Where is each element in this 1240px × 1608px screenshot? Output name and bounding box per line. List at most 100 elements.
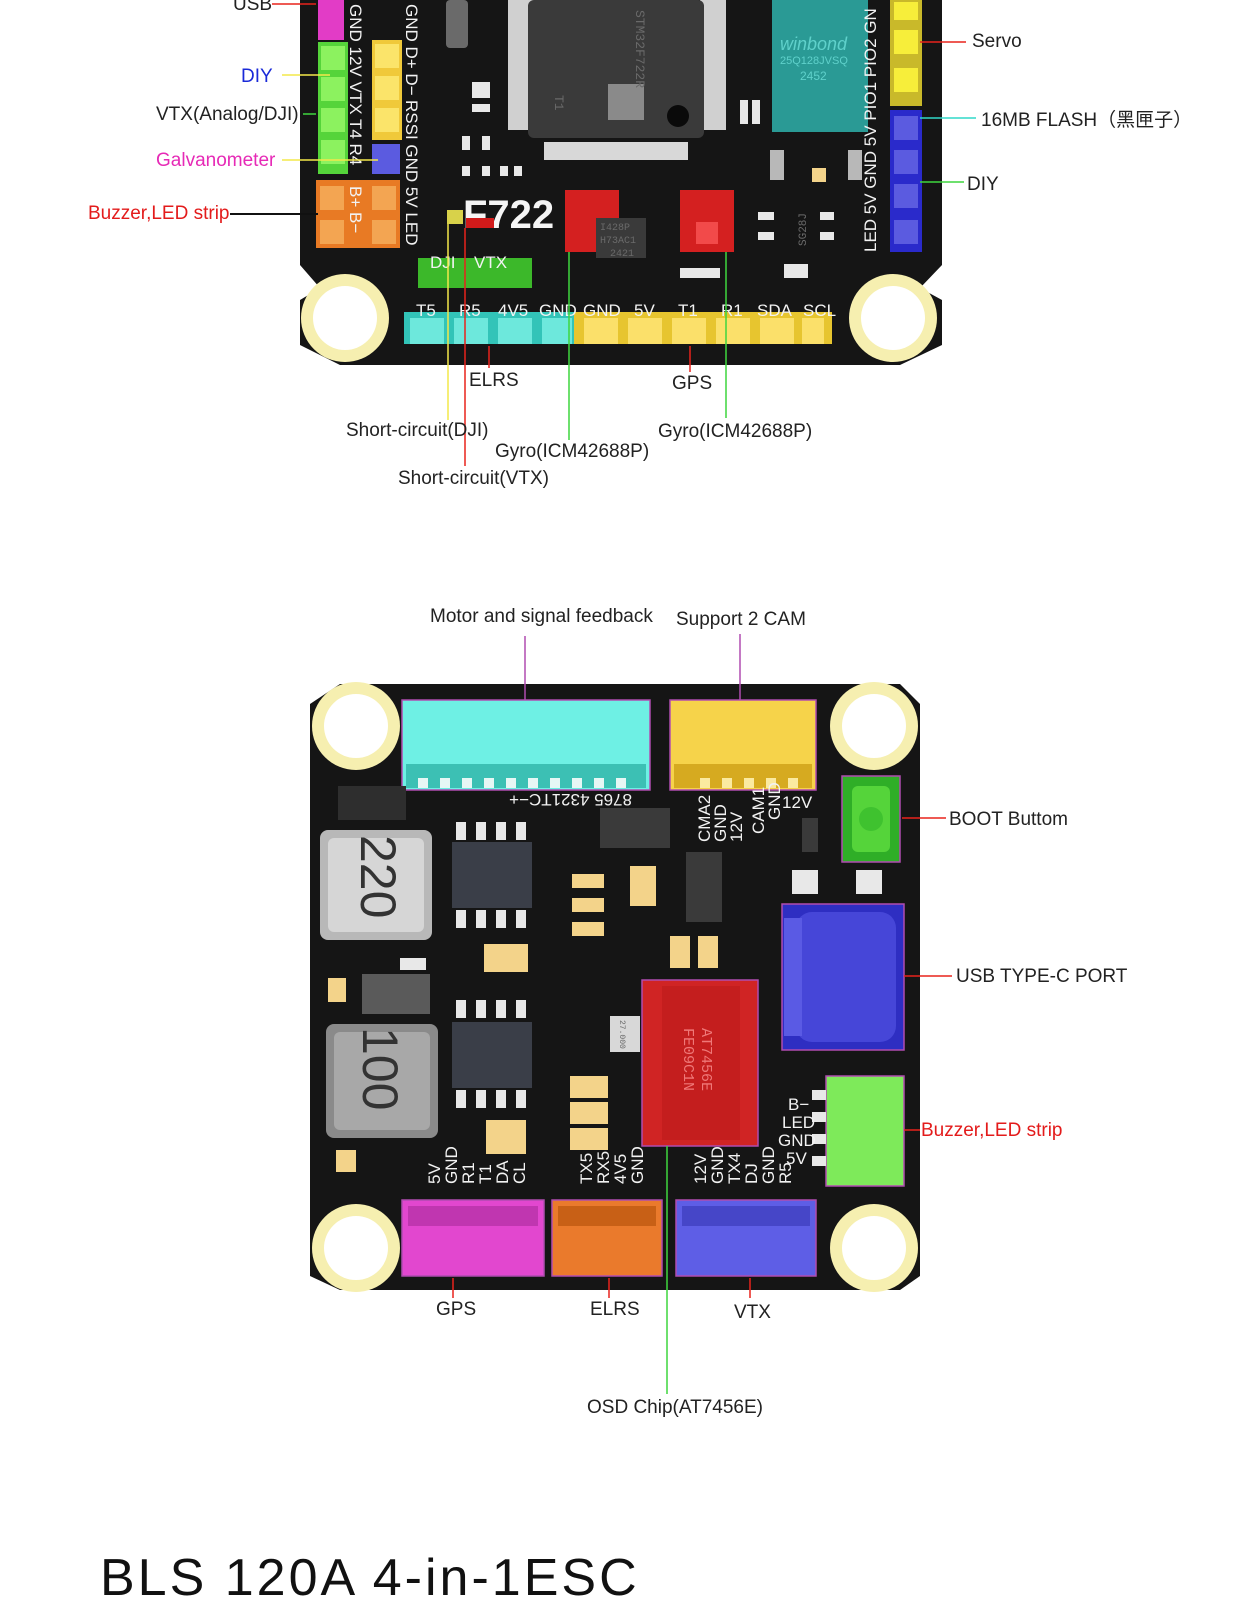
pin-r1: R1 [721,301,743,320]
elrs-pin-labels: TX5 RX5 4V5 GND [577,1146,647,1184]
gyro-code2: H73AC1 [600,236,636,247]
sg-code: SG28J [798,213,810,246]
vtx-pin-4: DJ [742,1163,761,1184]
gps-pin-5: DA [493,1160,512,1184]
pin-t5: T5 [416,301,436,320]
motor-pins-text: 8765 4321TC−+ [509,790,632,809]
vtx-pin-2: GND [708,1146,727,1184]
bottom-board: 8765 4321TC−+ CMA2 GND 12V CAM1 GND 12V [310,606,1128,1418]
pin-r5: R5 [459,301,481,320]
gps-pin-labels: 5V GND R1 T1 DA CL [425,1146,529,1184]
led-pin-1: B− [788,1095,809,1114]
boot-label: BOOT Buttom [949,809,1068,830]
cam-pin-2: GND [711,804,730,842]
inductor-100-text: 100 [352,1027,408,1110]
inductor-220-text: 220 [350,835,406,918]
usb-typec-port [781,903,905,1051]
flash-code: 2452 [800,69,827,83]
pin-sda: SDA [757,301,793,320]
left-col-b-text: B+ B− [346,186,365,233]
gps-pin-4: T1 [476,1164,495,1184]
pin-4v5: 4V5 [498,301,528,320]
galvanometer-label: Galvanometer [156,150,276,171]
pin-scl: SCL [803,301,836,320]
osd-chip-text2: FE09C1N [679,1028,696,1091]
cam-pin-labels: CMA2 GND 12V CAM1 GND 12V [695,782,813,842]
short-vtx-label: Short-circuit(VTX) [398,468,549,489]
gps-pin-6: CL [510,1162,529,1184]
bottom-pad-row [404,312,832,344]
flash-part: 25Q128JVSQ [780,55,848,67]
left-col-c-text: GND D+ D− [402,4,421,96]
flash-label: 16MB FLASH（黑匣子） [981,109,1192,131]
gyro-code3: 2421 [610,249,634,260]
led-pin-2: LED [782,1113,815,1132]
mount-hole-bl [312,1204,400,1292]
gps-pin-3: R1 [459,1162,478,1184]
elrs-pin-3: 4V5 [611,1154,630,1184]
osd-chip-text: AT7456E [697,1028,714,1091]
usb-pads [318,0,344,40]
crystal-top [446,0,468,48]
buzzer-led-pad [812,1075,905,1187]
right-col-text: LED 5V GND 5V PIO1 PIO2 GN [861,8,880,252]
dji-vtx-pad [418,258,532,288]
vtx-pin-1: 12V [691,1153,710,1184]
leader-lines-top [230,3,976,466]
gyro-right [680,190,734,252]
servo-pads [890,0,922,106]
vtx-text: VTX [474,253,507,272]
led-pin-labels: B− LED GND 5V [778,1095,816,1168]
vtx-pin-6: R5 [776,1162,795,1184]
cam-connector [669,699,817,791]
diy-left-label: DIY [241,66,273,87]
buzzer-label-bottom: Buzzer,LED strip [921,1120,1063,1141]
buzzer-label-top: Buzzer,LED strip [88,203,230,224]
osd-label: OSD Chip(AT7456E) [587,1397,763,1418]
inductor-220: 220 [320,830,432,940]
gps-label-bottom: GPS [436,1299,476,1320]
cam-pin-4: CAM1 [749,787,768,834]
vtx-pin-3: TX4 [725,1153,744,1184]
vtx-analog-label: VTX(Analog/DJI) [156,104,299,125]
vtx-pin-5: GND [759,1146,778,1184]
flash-chip: winbond 25Q128JVSQ 2452 [772,0,868,132]
mount-hole-left-top [301,274,389,362]
yellow-pad-column-left [372,40,402,140]
osd-chip: AT7456E FE09C1N [641,979,759,1147]
led-pin-4: 5V [786,1149,807,1168]
power-ics [338,786,818,1088]
smd-components-bottom [328,822,882,1172]
smd-components-top [462,82,862,278]
leader-lines-bottom [452,634,952,1394]
mount-hole-right-top [849,274,937,362]
mount-hole-br [830,1204,918,1292]
pin-5v: 5V [634,301,655,320]
pin-gnd-b: GND [583,301,621,320]
diy-right-pads [890,110,922,252]
usb-label: USB [233,0,272,15]
diagram-canvas: T1 STM32F722R winbond 25Q128JVSQ 2452 [88,0,1192,1418]
short-dji-label: Short-circuit(DJI) [346,420,489,441]
left-col-a-text: GND 12V VTX T4 R4 [346,4,365,165]
cam-pin-3: 12V [727,811,746,842]
gps-connector [401,1199,545,1277]
flash-brand: winbond [780,34,848,54]
cam-pin-6: 12V [782,793,813,812]
mcu-chip: T1 STM32F722R [508,0,726,138]
diy-vtx-pads [318,42,348,174]
buzzer-pads [316,180,400,248]
elrs-label-bottom: ELRS [590,1299,640,1320]
cam-pin-1: CMA2 [695,795,714,842]
cam-pin-5: GND [765,782,784,820]
fc-name: F722 [463,193,554,237]
gyro-left-label: Gyro(ICM42688P) [495,441,649,462]
elrs-connector [551,1199,663,1277]
mcu-pins-bottom [544,142,688,160]
elrs-pin-2: RX5 [594,1151,613,1184]
elrs-label-top: ELRS [469,370,519,391]
led-pin-3: GND [778,1131,816,1150]
elrs-pin-4: GND [628,1146,647,1184]
servo-label: Servo [972,31,1022,52]
gps-label-top: GPS [672,373,712,394]
